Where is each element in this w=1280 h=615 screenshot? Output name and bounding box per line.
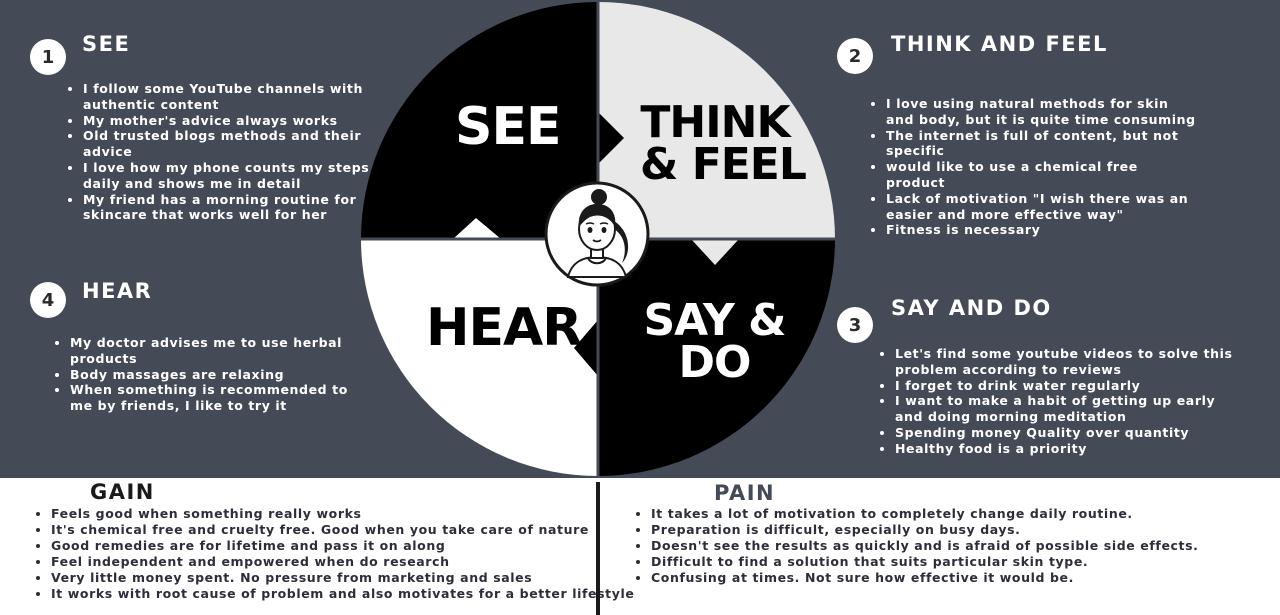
think-feel-number-badge: 2 — [837, 38, 873, 74]
see-list-item: Old trusted blogs methods and their advi… — [83, 128, 383, 160]
pain-list: It takes a lot of motivation to complete… — [633, 506, 1199, 586]
think-list-item: I love using natural methods for skin an… — [886, 96, 1196, 128]
gain-pain-panel — [0, 478, 1280, 615]
pain-list-item: Doesn't see the results as quickly and i… — [651, 538, 1199, 554]
hear-quadrant-label: HEAR — [426, 298, 582, 358]
hear-list-item: Body massages are relaxing — [70, 367, 360, 383]
see-list-item: My mother's advice always works — [83, 113, 383, 129]
think-feel-quadrant-label: THINK & FEEL — [640, 97, 807, 190]
pain-list-item: Confusing at times. Not sure how effecti… — [651, 570, 1199, 586]
think-feel-title: THINK AND FEEL — [891, 32, 1108, 56]
see-number-badge: 1 — [30, 39, 66, 75]
pain-list-item: Difficult to find a solution that suits … — [651, 554, 1199, 570]
hear-list-item: When something is recommended to me by f… — [70, 382, 360, 414]
gain-list-item: It works with root cause of problem and … — [51, 586, 634, 602]
think-label-line1: THINK — [640, 97, 790, 148]
think-list-item: would like to use a chemical free produc… — [886, 159, 1196, 191]
say-list-item: Healthy food is a priority — [895, 441, 1240, 457]
say-label-line1: SAY & — [643, 295, 786, 346]
see-list-item: I love how my phone counts my steps dail… — [83, 160, 383, 192]
gain-list-item: Very little money spent. No pressure fro… — [51, 570, 634, 586]
say-do-title: SAY AND DO — [891, 296, 1052, 320]
see-list: I follow some YouTube channels with auth… — [65, 81, 383, 223]
hear-list-item: My doctor advises me to use herbal produ… — [70, 335, 360, 367]
hear-title: HEAR — [82, 279, 153, 303]
think-list-item: Lack of motivation "I wish there was an … — [886, 191, 1196, 223]
think-label-line2: & FEEL — [640, 139, 807, 190]
woman-avatar-icon — [544, 181, 650, 287]
think-list-item: The internet is full of content, but not… — [886, 128, 1196, 160]
say-list-item: I want to make a habit of getting up ear… — [895, 393, 1240, 425]
pain-list-item: Preparation is difficult, especially on … — [651, 522, 1199, 538]
gain-list-item: Feels good when something really works — [51, 506, 634, 522]
say-list-item: Spending money Quality over quantity — [895, 425, 1240, 441]
hear-list: My doctor advises me to use herbal produ… — [52, 335, 360, 414]
gain-pain-divider — [596, 482, 600, 615]
see-arrow — [598, 112, 624, 164]
see-quadrant-label: SEE — [455, 97, 562, 157]
gain-list-item: Good remedies are for lifetime and pass … — [51, 538, 634, 554]
pain-title: PAIN — [714, 481, 776, 505]
hear-arrow — [453, 218, 501, 239]
say-list-item: I forget to drink water regularly — [895, 378, 1240, 394]
hear-number-badge: 4 — [30, 282, 66, 318]
say-do-list: Let's find some youtube videos to solve … — [877, 346, 1240, 457]
say-label-line2: DO — [678, 337, 752, 388]
say-do-number-badge: 3 — [837, 307, 873, 343]
think-feel-arrow — [691, 239, 739, 265]
pain-list-item: It takes a lot of motivation to complete… — [651, 506, 1199, 522]
think-list-item: Fitness is necessary — [886, 222, 1196, 238]
gain-list: Feels good when something really worksIt… — [33, 506, 634, 601]
say-do-quadrant-label: SAY & DO — [642, 295, 787, 388]
say-list-item: Let's find some youtube videos to solve … — [895, 346, 1240, 378]
see-title: SEE — [82, 32, 131, 56]
think-feel-list: I love using natural methods for skin an… — [868, 96, 1196, 238]
gain-title: GAIN — [90, 480, 155, 504]
say-do-arrow — [574, 320, 598, 376]
gain-list-item: It's chemical free and cruelty free. Goo… — [51, 522, 634, 538]
gain-list-item: Feel independent and empowered when do r… — [51, 554, 634, 570]
see-list-item: I follow some YouTube channels with auth… — [83, 81, 383, 113]
see-list-item: My friend has a morning routine for skin… — [83, 192, 383, 224]
